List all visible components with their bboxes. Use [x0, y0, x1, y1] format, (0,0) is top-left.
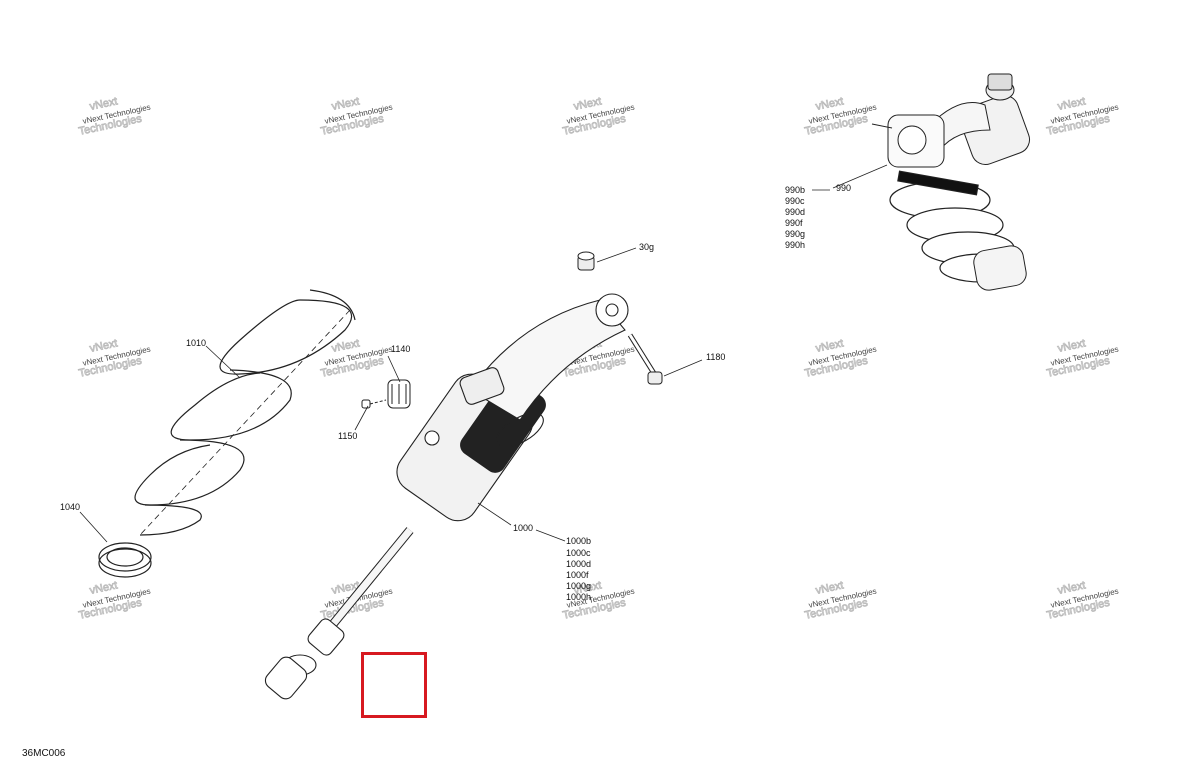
- bolt-1180[interactable]: [627, 333, 663, 385]
- callout-1000d[interactable]: 1000d: [566, 559, 591, 569]
- watermark: vNext vNext Technologies Technologies: [77, 337, 151, 380]
- callouts: 30g 990 990b 990c 990d 990f 990g 990h 10…: [60, 183, 851, 602]
- callout-1000h[interactable]: 1000h: [566, 592, 591, 602]
- highlight-box[interactable]: [361, 652, 427, 718]
- callout-1000g[interactable]: 1000g: [566, 581, 591, 591]
- callout-1040[interactable]: 1040: [60, 502, 80, 512]
- watermark: vNext vNext Technologies Technologies: [803, 579, 877, 622]
- spring-1010[interactable]: [134, 289, 356, 536]
- callout-1000b[interactable]: 1000b: [566, 536, 591, 546]
- watermark: vNext vNext Technologies Technologies: [77, 579, 151, 622]
- watermark: vNext vNext Technologies Technologies: [803, 95, 877, 138]
- callout-990d[interactable]: 990d: [785, 207, 805, 217]
- watermark: vNext vNext Technologies Technologies: [319, 95, 393, 138]
- callout-1180[interactable]: 1180: [706, 352, 725, 362]
- callout-1140[interactable]: 1140: [391, 344, 410, 354]
- nut-30g[interactable]: [577, 251, 595, 271]
- callout-990c[interactable]: 990c: [785, 196, 805, 206]
- watermark: vNext vNext Technologies Technologies: [1045, 337, 1119, 380]
- adjuster-knob-1140[interactable]: [387, 379, 411, 409]
- callout-1000[interactable]: 1000: [513, 523, 533, 533]
- leader-lines: [79, 164, 888, 543]
- watermark: vNext vNext Technologies Technologies: [561, 95, 635, 138]
- callout-990f[interactable]: 990f: [785, 218, 803, 228]
- watermark: vNext vNext Technologies Technologies: [1045, 579, 1119, 622]
- callout-1000c[interactable]: 1000c: [566, 548, 591, 558]
- callout-990g[interactable]: 990g: [785, 229, 805, 239]
- callout-990h[interactable]: 990h: [785, 240, 805, 250]
- watermark: vNext vNext Technologies Technologies: [77, 95, 151, 138]
- watermark: vNext vNext Technologies Technologies: [803, 337, 877, 380]
- assembled-shock-990[interactable]: [871, 73, 1033, 292]
- callout-990b[interactable]: 990b: [785, 185, 805, 195]
- figure-id: 36MC006: [22, 748, 66, 759]
- spring-retainer-1040[interactable]: [98, 542, 152, 578]
- watermark: vNext vNext Technologies Technologies: [1045, 95, 1119, 138]
- callout-30g[interactable]: 30g: [639, 242, 654, 252]
- shock-absorber-1000[interactable]: [262, 293, 629, 702]
- callout-1000f[interactable]: 1000f: [566, 570, 589, 580]
- screw-1150[interactable]: [361, 399, 387, 409]
- callout-1150[interactable]: 1150: [338, 431, 357, 441]
- callout-1010[interactable]: 1010: [186, 338, 206, 348]
- callout-990[interactable]: 990: [836, 183, 851, 193]
